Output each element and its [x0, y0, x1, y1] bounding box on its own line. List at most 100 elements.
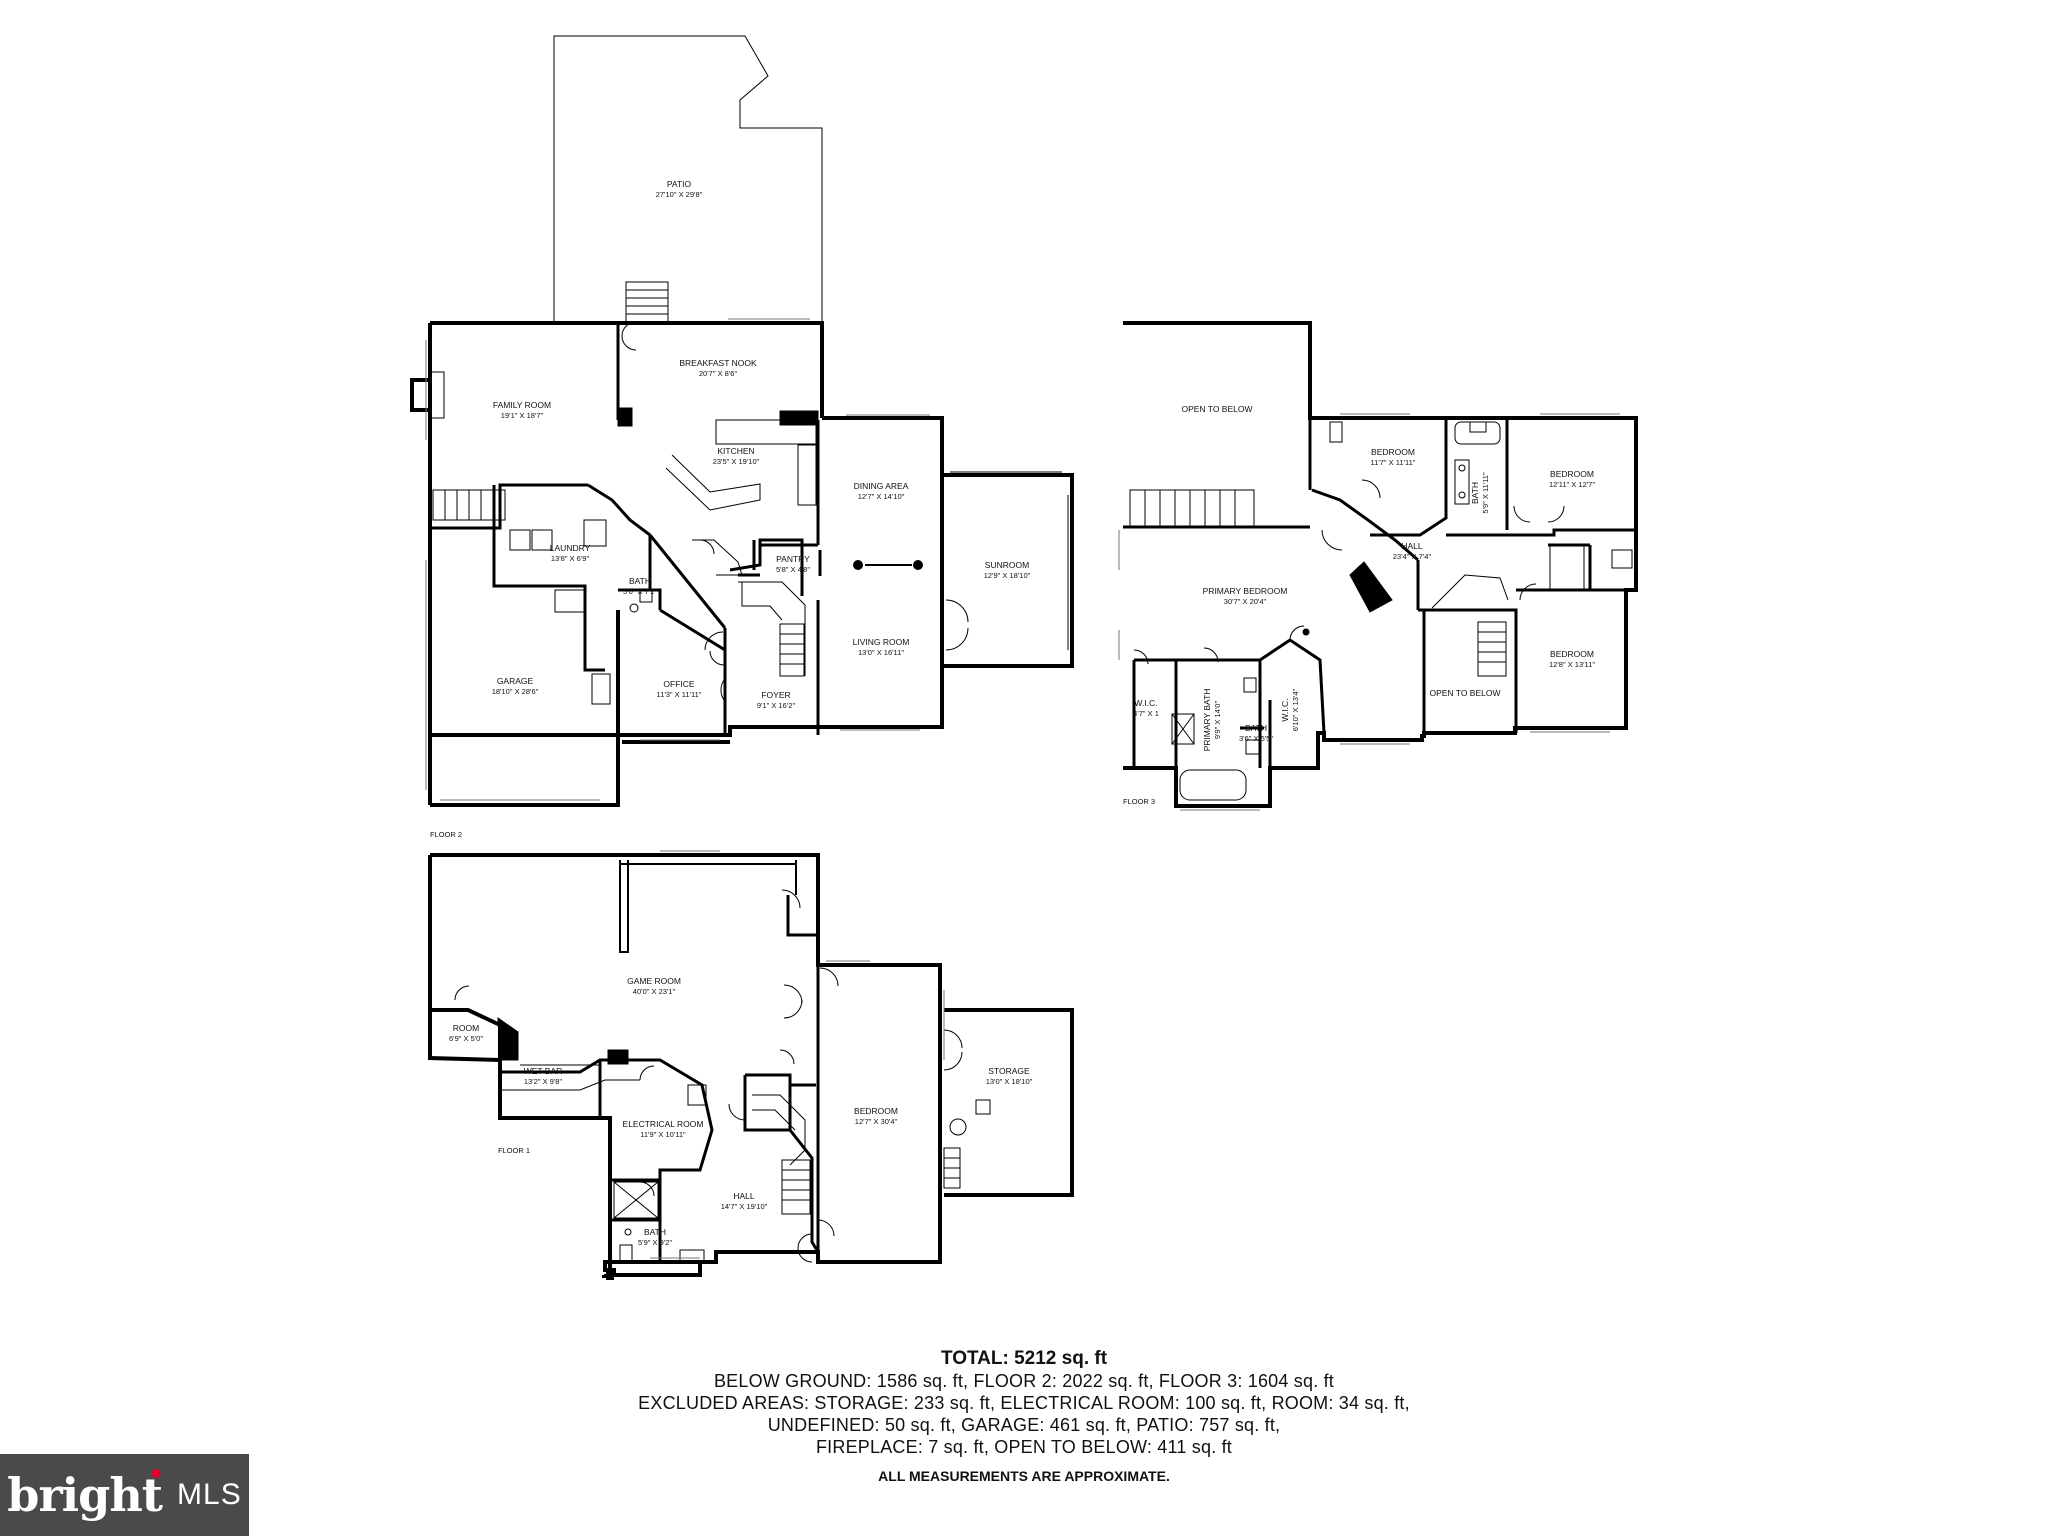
floor-2-label: FLOOR 2 [430, 830, 462, 839]
floor-3-windows [1118, 413, 1620, 811]
wet-bar-name: WET BAR [524, 1066, 563, 1076]
brand-word: bright [7, 1468, 163, 1522]
open-below-2-name: OPEN TO BELOW [1429, 688, 1500, 698]
office-dim: 11'3" X 11'11" [657, 690, 702, 699]
sunroom-dim: 12'9" X 18'10" [984, 571, 1031, 580]
office-name: OFFICE [663, 679, 694, 689]
primary-bath-dim: 9'9" X 14'0" [1213, 701, 1222, 740]
floor-1-exterior-walls [428, 853, 1074, 1280]
bedroom-f1-dim: 12'7" X 30'4" [855, 1117, 898, 1126]
hall-f3-name: HALL [1401, 541, 1423, 551]
kitchen-counters [665, 410, 819, 576]
floor-1-bath-fixtures [613, 1181, 705, 1263]
column-wet-bar [607, 1049, 629, 1065]
pantry-walls [738, 543, 818, 577]
garage-cabinet [591, 673, 611, 705]
floor-3-label: FLOOR 3 [1123, 797, 1155, 806]
floor-2-stairs-foyer [738, 581, 806, 677]
area-line-1: BELOW GROUND: 1586 sq. ft, FLOOR 2: 2022… [713, 1371, 1335, 1391]
primary-bedroom-dim: 30'7" X 20'4" [1224, 597, 1267, 606]
fireplace-hearth [429, 371, 445, 419]
living-room-dim: 13'0" X 16'11" [858, 648, 904, 657]
storage-fixtures [943, 1099, 991, 1189]
floor-1-doors [454, 889, 963, 1263]
floor-1-plan [428, 850, 1074, 1280]
wet-bar-dim: 13'2" X 9'8" [524, 1077, 563, 1086]
bedroom-b-name: BEDROOM [1550, 469, 1594, 479]
laundry-dim: 13'8" X 6'9" [551, 554, 590, 563]
electrical-room-dim: 11'9" X 10'11" [640, 1130, 686, 1139]
bedroom-f1-name: BEDROOM [854, 1106, 898, 1116]
brand-dot-icon [152, 1468, 162, 1478]
game-room-name: GAME ROOM [627, 976, 681, 986]
floor-2-stairs-family [432, 489, 506, 521]
area-summary: TOTAL: 5212 sq. ft BELOW GROUND: 1586 sq… [524, 1348, 1524, 1484]
dining-area-dim: 12'7" X 14'10" [858, 492, 905, 501]
wall-wedge [497, 1017, 519, 1061]
floor-2-exterior-walls [428, 321, 1074, 807]
sunroom-name: SUNROOM [985, 560, 1029, 570]
game-room-lines [619, 860, 797, 953]
living-room-name: LIVING ROOM [853, 637, 910, 647]
bedroom-a-dim: 11'7" X 11'11" [1371, 458, 1416, 467]
approximate-note: ALL MEASUREMENTS ARE APPROXIMATE. [878, 1468, 1170, 1484]
area-line-3: UNDEFINED: 50 sq. ft, GARAGE: 461 sq. ft… [767, 1415, 1281, 1435]
laundry-name: LAUNDRY [550, 543, 591, 553]
primary-bath-name: PRIMARY BATH [1202, 689, 1212, 752]
floor-3-stairs [1129, 489, 1509, 677]
garage-name: GARAGE [497, 676, 534, 686]
total-area: TOTAL: 5212 sq. ft [940, 1348, 1108, 1369]
laundry-appliances [509, 519, 607, 613]
electrical-panel [687, 1084, 707, 1106]
floor-1-label: FLOOR 1 [498, 1146, 530, 1155]
floor-3-interior-walls [1123, 418, 1636, 768]
floor-3-exterior-walls [1123, 321, 1638, 808]
bath-small-dim: 3'6" X 5'5" [1239, 734, 1273, 743]
floor-2-fixtures [629, 589, 725, 701]
room-dim: 6'9" X 5'0" [449, 1034, 483, 1043]
room-name: ROOM [453, 1023, 479, 1033]
fireplace-wedge [1349, 561, 1393, 613]
floor-2-windows [425, 318, 930, 801]
family-room-dim: 19'1" X 18'7" [501, 411, 544, 420]
wic-2-dim: 6'10" X 13'4" [1291, 688, 1300, 731]
patio-dim: 27'10" X 29'8" [656, 190, 703, 199]
wic-1-dim: 4'7" X 1 [1133, 709, 1159, 718]
pantry-name: PANTRY [776, 554, 810, 564]
floor-2-plan [410, 35, 1074, 807]
electrical-room-name: ELECTRICAL ROOM [623, 1119, 704, 1129]
kitchen-name: KITCHEN [717, 446, 754, 456]
bath-f3-dim: 5'9" X 11'11" [1481, 472, 1490, 514]
foyer-dim: 9'1" X 16'2" [757, 701, 796, 710]
bath-f2-dim: 5'0" X 7'1" [623, 587, 657, 596]
floor-1-windows [650, 850, 945, 1259]
bath-f3-name: BATH [1470, 482, 1480, 504]
hall-f3-dim: 23'4" X 7'4" [1393, 552, 1432, 561]
wet-bar-counters [499, 1064, 640, 1091]
foyer-name: FOYER [761, 690, 790, 700]
bath-small-name: BATH [1245, 723, 1267, 733]
column-breakfast [617, 407, 633, 427]
game-room-dim: 40'0" X 23'1" [633, 987, 676, 996]
open-below-1-name: OPEN TO BELOW [1181, 404, 1252, 414]
floor-3-doors [1133, 479, 1565, 665]
pantry-dim: 5'8" X 4'8" [776, 565, 810, 574]
kitchen-dim: 23'5" X 19'10" [713, 457, 760, 466]
bedroom-a-name: BEDROOM [1371, 447, 1415, 457]
hall-f1-name: HALL [733, 1191, 755, 1201]
floor-3-plan [1118, 321, 1638, 811]
bath-f1-dim: 5'9" X 9'2" [638, 1238, 672, 1247]
patio-name: PATIO [667, 179, 692, 189]
breakfast-nook-dim: 20'7" X 8'6" [699, 369, 738, 378]
wic-2-name: W.I.C. [1280, 698, 1290, 721]
hall-f1-dim: 14'7" X 19'10" [721, 1202, 768, 1211]
floor-2-doors [621, 321, 969, 666]
storage-name: STORAGE [988, 1066, 1030, 1076]
bedroom-c-name: BEDROOM [1550, 649, 1594, 659]
patio-steps [625, 281, 669, 323]
bath-f1-name: BATH [644, 1227, 666, 1237]
floor-3-fixtures [1171, 421, 1633, 801]
post [1302, 628, 1310, 636]
primary-bedroom-name: PRIMARY BEDROOM [1203, 586, 1288, 596]
